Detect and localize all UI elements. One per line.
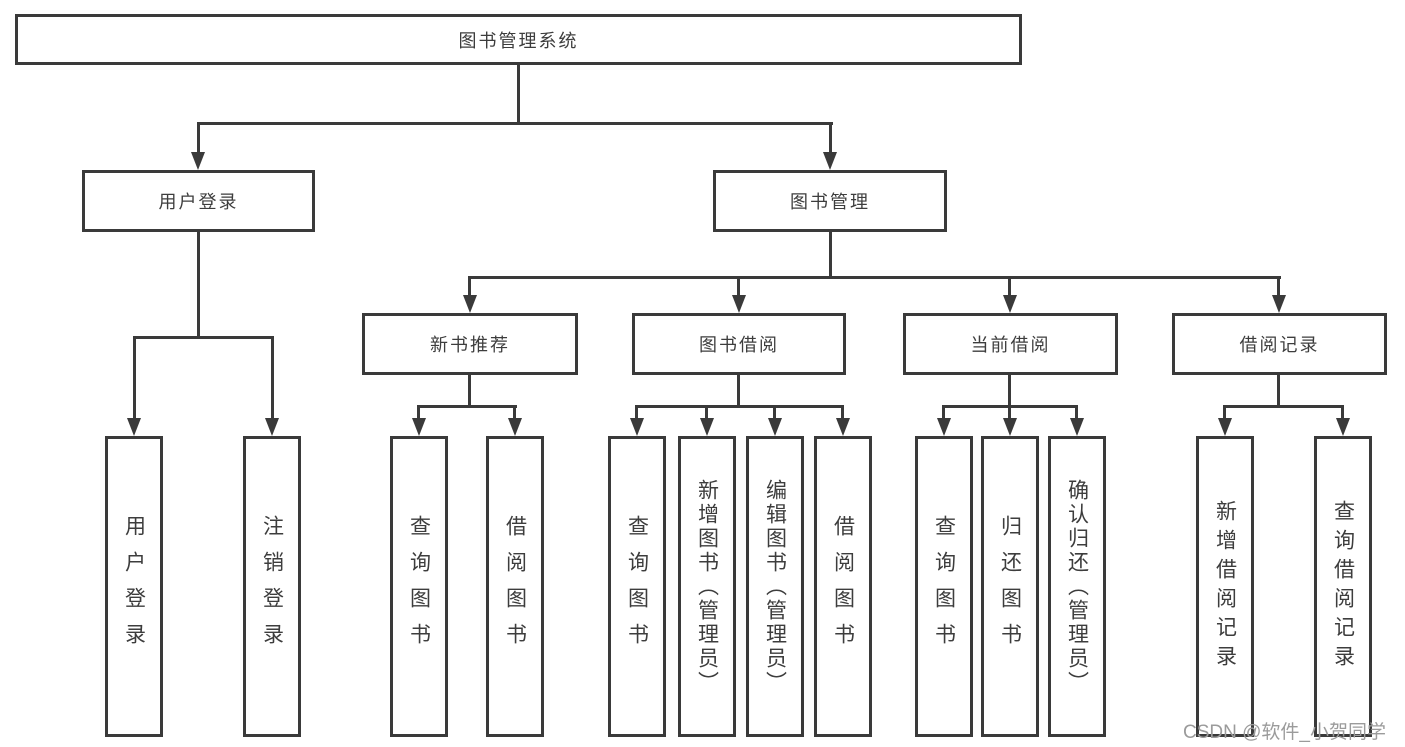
connector-line — [705, 405, 708, 418]
csdn-watermark: CSDN @软件_小贺同学 — [1183, 722, 1386, 743]
node-label: 查询图书 — [625, 514, 649, 659]
connector-line — [635, 405, 844, 408]
arrowhead-down-icon — [1218, 418, 1232, 436]
leaf-query-borrow-record: 查询借阅记录 — [1314, 436, 1372, 737]
leaf-borrow-book-recommend: 借阅图书 — [486, 436, 544, 737]
node-root-library-system: 图书管理系统 — [15, 14, 1022, 65]
connector-line — [468, 375, 471, 405]
leaf-query-book-current: 查询图书 — [915, 436, 973, 737]
connector-line — [635, 405, 638, 418]
connector-line — [1341, 405, 1344, 418]
node-label: 新增借阅记录 — [1213, 499, 1237, 674]
node-label: 编辑图书（管理员） — [763, 478, 787, 695]
node-label: 图书管理 — [790, 192, 870, 212]
leaf-confirm-return-admin: 确认归还（管理员） — [1048, 436, 1106, 737]
connector-line — [517, 65, 520, 122]
connector-line — [1008, 276, 1011, 295]
connector-line — [513, 405, 516, 418]
node-label: 确认归还（管理员） — [1065, 478, 1089, 695]
node-current-borrow: 当前借阅 — [903, 313, 1118, 375]
node-label: 查询借阅记录 — [1331, 499, 1355, 674]
arrowhead-down-icon — [127, 418, 141, 436]
leaf-return-book: 归还图书 — [981, 436, 1039, 737]
arrowhead-down-icon — [1336, 418, 1350, 436]
arrowhead-down-icon — [732, 295, 746, 313]
node-label: 新书推荐 — [430, 335, 510, 355]
arrowhead-down-icon — [823, 152, 837, 170]
arrowhead-down-icon — [630, 418, 644, 436]
node-book-management: 图书管理 — [713, 170, 947, 232]
node-label: 用户登录 — [122, 514, 146, 659]
connector-line — [468, 276, 471, 295]
connector-line — [133, 336, 136, 418]
arrowhead-down-icon — [937, 418, 951, 436]
leaf-add-borrow-record: 新增借阅记录 — [1196, 436, 1254, 737]
connector-line — [468, 276, 1281, 279]
arrowhead-down-icon — [191, 152, 205, 170]
node-label: 新增图书（管理员） — [695, 478, 719, 695]
connector-line — [737, 276, 740, 295]
connector-line — [1075, 405, 1078, 418]
arrowhead-down-icon — [1272, 295, 1286, 313]
arrowhead-down-icon — [265, 418, 279, 436]
arrowhead-down-icon — [768, 418, 782, 436]
connector-line — [1008, 405, 1011, 418]
node-label: 图书借阅 — [699, 335, 779, 355]
leaf-user-login: 用户登录 — [105, 436, 163, 737]
leaf-query-book-borrow: 查询图书 — [608, 436, 666, 737]
connector-line — [773, 405, 776, 418]
node-label: 当前借阅 — [970, 335, 1051, 355]
node-new-book-recommend: 新书推荐 — [362, 313, 578, 375]
connector-line — [417, 405, 420, 418]
connector-line — [1008, 375, 1011, 405]
connector-line — [737, 375, 740, 405]
node-book-borrow: 图书借阅 — [632, 313, 846, 375]
connector-line — [829, 232, 832, 276]
connector-line — [1223, 405, 1226, 418]
leaf-edit-book-admin: 编辑图书（管理员） — [746, 436, 804, 737]
leaf-logout: 注销登录 — [243, 436, 301, 737]
node-label: 借阅图书 — [503, 514, 527, 659]
connector-line — [197, 122, 833, 125]
connector-line — [197, 122, 200, 154]
leaf-query-book-recommend: 查询图书 — [390, 436, 448, 737]
connector-line — [271, 336, 274, 418]
arrowhead-down-icon — [463, 295, 477, 313]
arrowhead-down-icon — [700, 418, 714, 436]
node-user-login: 用户登录 — [82, 170, 315, 232]
node-label: 借阅记录 — [1239, 335, 1320, 355]
arrowhead-down-icon — [1070, 418, 1084, 436]
connector-line — [1277, 276, 1280, 295]
node-label: 借阅图书 — [831, 514, 855, 659]
node-label: 查询图书 — [407, 514, 431, 659]
arrowhead-down-icon — [1003, 418, 1017, 436]
arrowhead-down-icon — [508, 418, 522, 436]
arrowhead-down-icon — [412, 418, 426, 436]
connector-line — [829, 122, 832, 154]
node-label: 查询图书 — [932, 514, 956, 659]
node-label: 注销登录 — [260, 514, 284, 659]
arrowhead-down-icon — [1003, 295, 1017, 313]
node-label: 归还图书 — [998, 514, 1022, 659]
leaf-borrow-book: 借阅图书 — [814, 436, 872, 737]
connector-line — [417, 405, 517, 408]
connector-line — [942, 405, 945, 418]
node-label: 图书管理系统 — [458, 30, 579, 51]
connector-line — [133, 336, 274, 339]
node-borrow-record: 借阅记录 — [1172, 313, 1387, 375]
arrowhead-down-icon — [836, 418, 850, 436]
connector-line — [841, 405, 844, 418]
connector-line — [1223, 405, 1344, 408]
connector-line — [197, 232, 200, 336]
node-label: 用户登录 — [158, 192, 239, 212]
leaf-add-book-admin: 新增图书（管理员） — [678, 436, 736, 737]
connector-line — [1277, 375, 1280, 405]
